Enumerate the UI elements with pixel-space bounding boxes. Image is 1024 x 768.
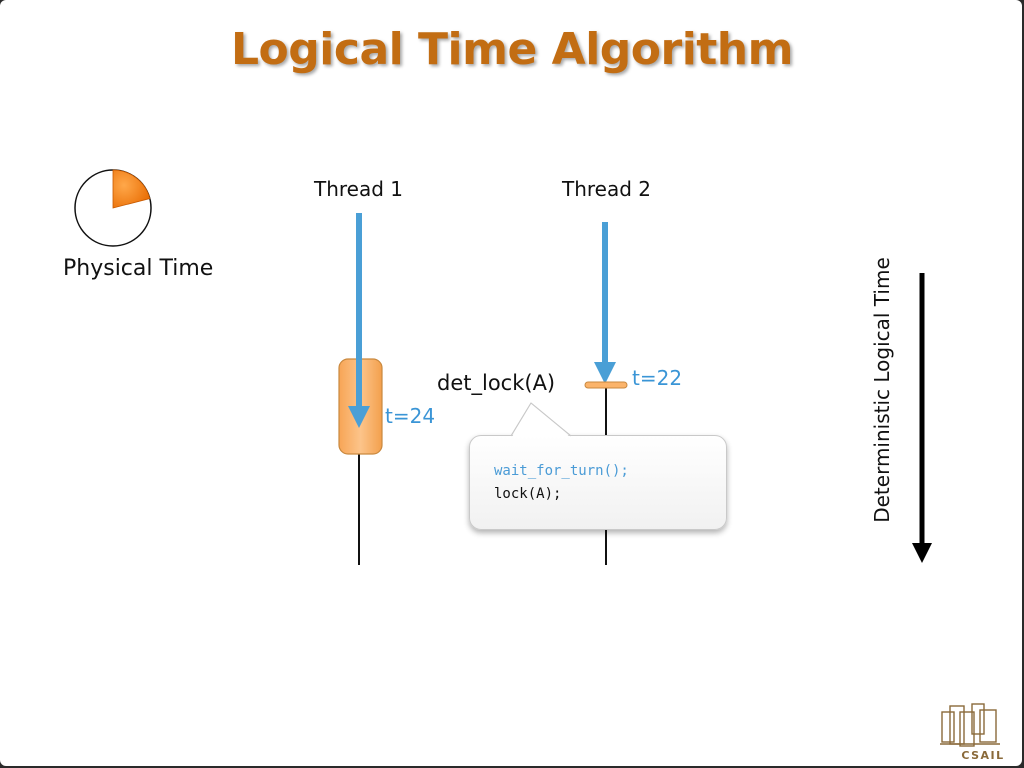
physical-time-clock-icon bbox=[74, 169, 152, 247]
logical-time-axis-label: Deterministic Logical Time bbox=[870, 257, 894, 523]
thread-1-label: Thread 1 bbox=[314, 177, 404, 201]
thread-1-time-label: t=24 bbox=[385, 404, 436, 428]
callout-tail bbox=[511, 402, 573, 437]
thread-2-label: Thread 2 bbox=[562, 177, 652, 201]
code-callout bbox=[469, 435, 727, 530]
physical-time-label: Physical Time bbox=[63, 256, 214, 281]
code-line-lock: lock(A); bbox=[494, 486, 562, 502]
det-lock-label: det_lock(A) bbox=[437, 371, 556, 395]
thread-2-progress-arrow bbox=[594, 222, 616, 384]
svg-text:CSAIL: CSAIL bbox=[961, 749, 1004, 762]
code-line-wait-for-turn: wait_for_turn(); bbox=[494, 463, 629, 479]
thread-2-time-label: t=22 bbox=[632, 366, 683, 390]
thread-1-progress-arrow bbox=[348, 213, 370, 428]
csail-logo: CSAIL bbox=[940, 703, 1004, 762]
slide-title: Logical Time Algorithm bbox=[231, 24, 793, 75]
logical-time-axis-arrow bbox=[912, 273, 932, 563]
thread-2-lock-marker bbox=[584, 381, 628, 389]
